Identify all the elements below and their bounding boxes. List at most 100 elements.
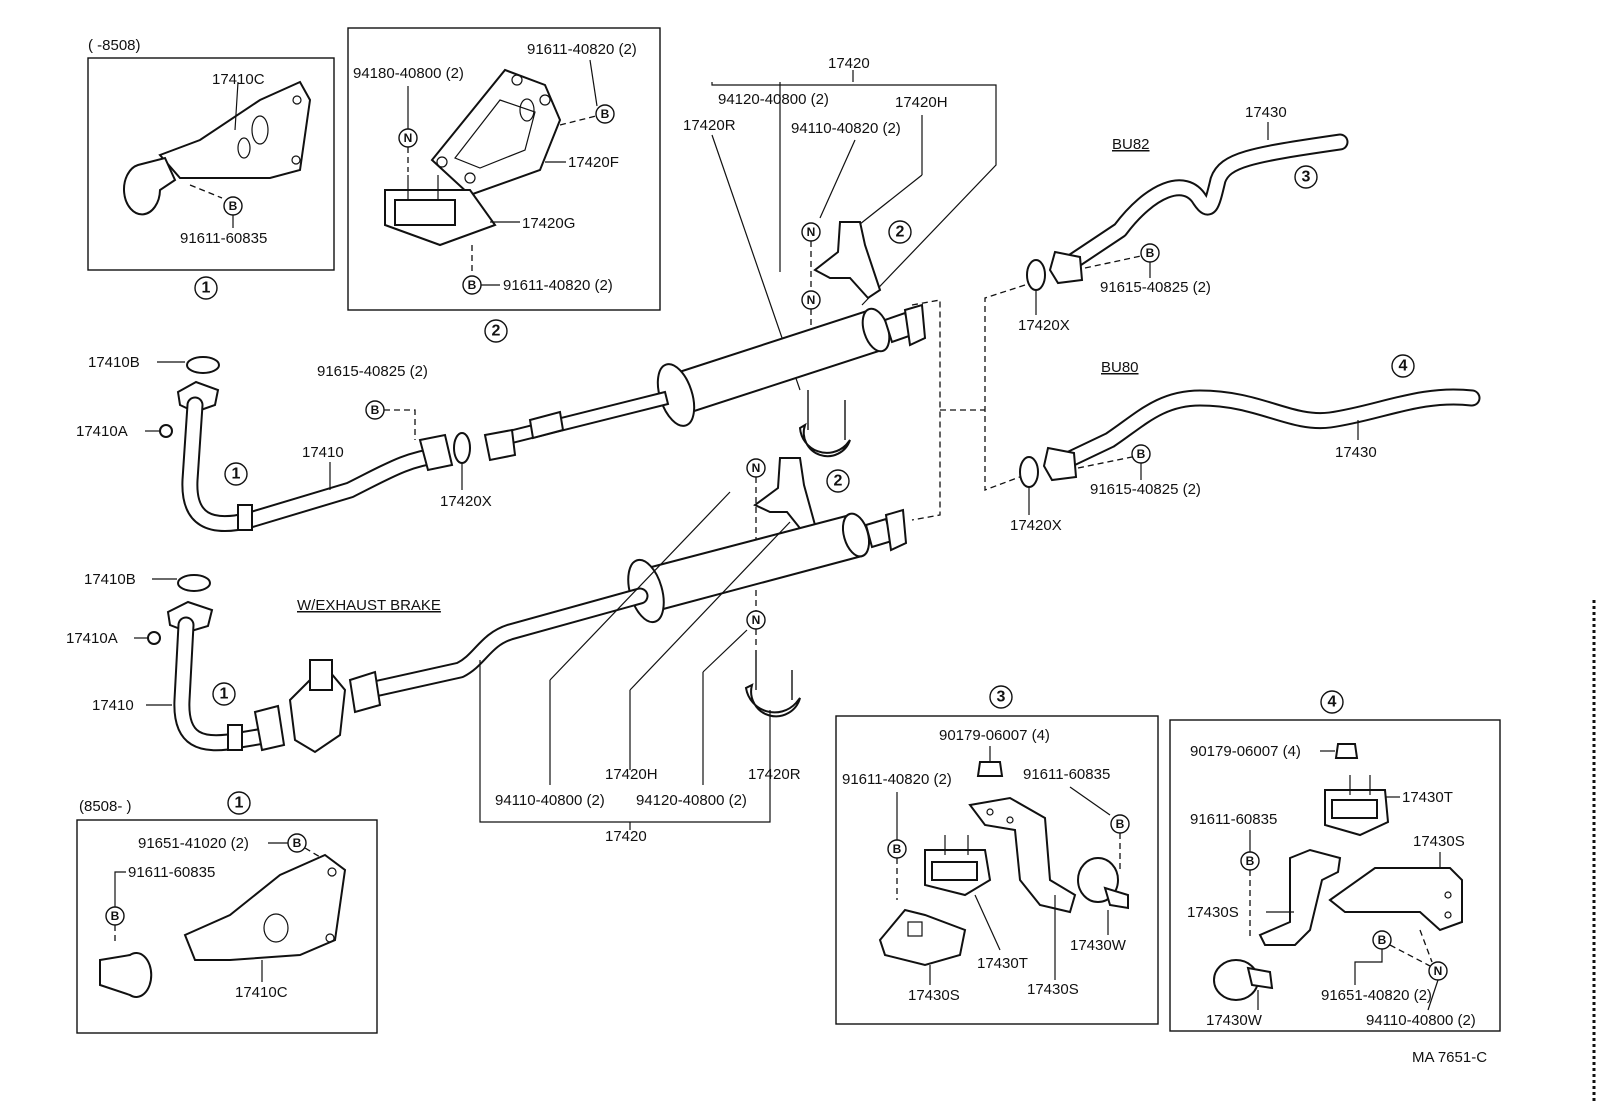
svg-text:N: N: [752, 613, 761, 627]
inset-frame: [1169, 719, 1501, 1032]
gasket-17410B-upper: [186, 356, 220, 374]
label-91611-60835: 91611-60835: [180, 230, 267, 247]
svg-text:B: B: [1378, 933, 1387, 947]
gasket-17420X-bu80: [1019, 456, 1039, 488]
svg-text:1: 1: [235, 795, 244, 812]
bracket-17430S-left: [1258, 848, 1342, 946]
ref-circle-3-inset: [989, 685, 1013, 709]
svg-text:N: N: [404, 131, 413, 145]
label-90179-06007-a: 90179-06007 (4): [939, 727, 1050, 744]
tailpipe-bu82: BU82 17430 3 B 91615-40825 (2) 17420X: [1018, 104, 1349, 334]
front-pipe-standard: 17410B 17410A 1 17410 91615-40825 (2) B …: [76, 354, 492, 533]
svg-text:3: 3: [997, 689, 1006, 706]
ref-circle-1-upper-pipe: [224, 462, 248, 486]
clamp: [123, 156, 177, 216]
svg-text:B: B: [1137, 447, 1146, 461]
svg-text:B: B: [601, 107, 610, 121]
label-94110-40800-r: 94110-40800 (2): [1366, 1012, 1476, 1029]
bracket-17430S-lower: [878, 908, 967, 967]
bracket-17410C-after: [183, 853, 347, 961]
label-17420H-lower: 17420H: [605, 766, 658, 783]
clamp-17420R-upper: [798, 422, 851, 458]
bracket-17430S-right: [1328, 867, 1463, 932]
label-94110-40800-mid: 94110-40800 (2): [495, 792, 605, 809]
label-17420-lower: 17420: [605, 828, 647, 845]
svg-text:1: 1: [202, 280, 211, 297]
ref-circle-4-bu80: [1391, 354, 1415, 378]
label-17430-bu80: 17430: [1335, 444, 1377, 461]
inset-after-8508: (8508- ) 1 91651-41020 (2) B 91611-60835…: [76, 791, 378, 1034]
label-94110-40820: 94110-40820 (2): [791, 120, 901, 137]
svg-text:B: B: [293, 836, 302, 850]
variant-exhaust-brake: W/EXHAUST BRAKE: [297, 597, 441, 614]
label-91615-40825-bu82: 91615-40825 (2): [1100, 279, 1211, 296]
gasket-17420X-front: [453, 432, 471, 464]
svg-text:1: 1: [232, 466, 241, 483]
label-17420G: 17420G: [522, 215, 575, 232]
hanger-bracket-17420H-lower: [753, 457, 817, 534]
inset-bu80-brackets: 4 90179-06007 (4) 17430T 91611-60835 B 1…: [1169, 690, 1501, 1032]
clamp-17420R-lower: [744, 683, 801, 718]
label-17420R-lower: 17420R: [748, 766, 801, 783]
label-17430S-c: 17430S: [1413, 833, 1465, 850]
nut-17410A-upper: [159, 424, 173, 438]
label-17430-top: 17430: [1245, 104, 1287, 121]
upper-muffler-assembly: 17420 94120-40800 (2) 17420H 17420R 9411…: [483, 55, 997, 462]
ref-circle-1-lower-pipe: [212, 682, 236, 706]
nut-90179-b: [1334, 743, 1359, 759]
svg-text:2: 2: [896, 224, 905, 241]
label-17410B-lower: 17410B: [84, 571, 136, 588]
svg-text:3: 3: [1302, 169, 1311, 186]
muffler-upper: [668, 308, 884, 417]
label-94120-40800-top: 94120-40800 (2): [718, 91, 829, 108]
variant-bu80: BU80: [1101, 359, 1139, 376]
label-91615-40825-front: 91615-40825 (2): [317, 363, 428, 380]
label-91651-40820: 91651-40820 (2): [1321, 987, 1432, 1004]
label-17410A-lower: 17410A: [66, 630, 118, 647]
inset-frame: [87, 57, 335, 271]
svg-text:N: N: [807, 225, 816, 239]
ref-circle-1: [194, 276, 218, 300]
label-91611-60835-after: 91611-60835: [128, 864, 215, 881]
bracket-17420F: [430, 68, 562, 197]
label-91611-60835-d: 91611-60835: [1190, 811, 1277, 828]
svg-text:B: B: [468, 278, 477, 292]
label-91611-40820-bottom: 91611-40820 (2): [503, 277, 613, 294]
label-17430T-b: 17430T: [1402, 789, 1453, 806]
label-17410-lower: 17410: [92, 697, 134, 714]
svg-text:B: B: [1146, 246, 1155, 260]
label-17430S-a: 17430S: [908, 987, 960, 1004]
nut-90179: [976, 761, 1004, 777]
svg-text:B: B: [893, 842, 902, 856]
nut-17410A-lower: [147, 631, 161, 645]
label-91611-40820-c: 91611-40820 (2): [842, 771, 952, 788]
label-17420R-top: 17420R: [683, 117, 736, 134]
label-17420X-bu82: 17420X: [1018, 317, 1070, 334]
ref-circle-2-upper: [888, 220, 912, 244]
label-17410C-after: 17410C: [235, 984, 288, 1001]
bracket-17430S-upper: [968, 796, 1077, 914]
inset-before-8508: ( -8508) 17410C B 91611-60835: [87, 37, 335, 271]
svg-text:N: N: [1434, 964, 1443, 978]
label-17410-upper: 17410: [302, 444, 344, 461]
inset-hanger-assembly: 94180-40800 (2) 91611-40820 (2) N B 1742…: [347, 27, 661, 311]
label-94180-40800: 94180-40800 (2): [353, 65, 464, 82]
variant-after-8508: (8508- ): [79, 798, 132, 815]
label-90179-06007-b: 90179-06007 (4): [1190, 743, 1301, 760]
inset-bu82-brackets: 3 90179-06007 (4) 91611-40820 (2) B 9161…: [835, 685, 1159, 1025]
ref-circle-4-inset: [1320, 690, 1344, 714]
label-17430T-a: 17430T: [977, 955, 1028, 972]
connector-dash: [911, 299, 941, 521]
svg-text:B: B: [1116, 817, 1125, 831]
svg-text:N: N: [752, 461, 761, 475]
label-91611-40820-top: 91611-40820 (2): [527, 41, 637, 58]
svg-text:B: B: [111, 909, 120, 923]
svg-text:4: 4: [1328, 694, 1337, 711]
label-17410A-upper: 17410A: [76, 423, 128, 440]
svg-text:B: B: [371, 403, 380, 417]
hanger-bracket-17420H-upper: [813, 221, 882, 300]
variant-before-8508: ( -8508): [88, 37, 141, 54]
ref-circle-2-lower: [826, 469, 850, 493]
svg-text:B: B: [1246, 854, 1255, 868]
label-17430S-b: 17430S: [1027, 981, 1079, 998]
